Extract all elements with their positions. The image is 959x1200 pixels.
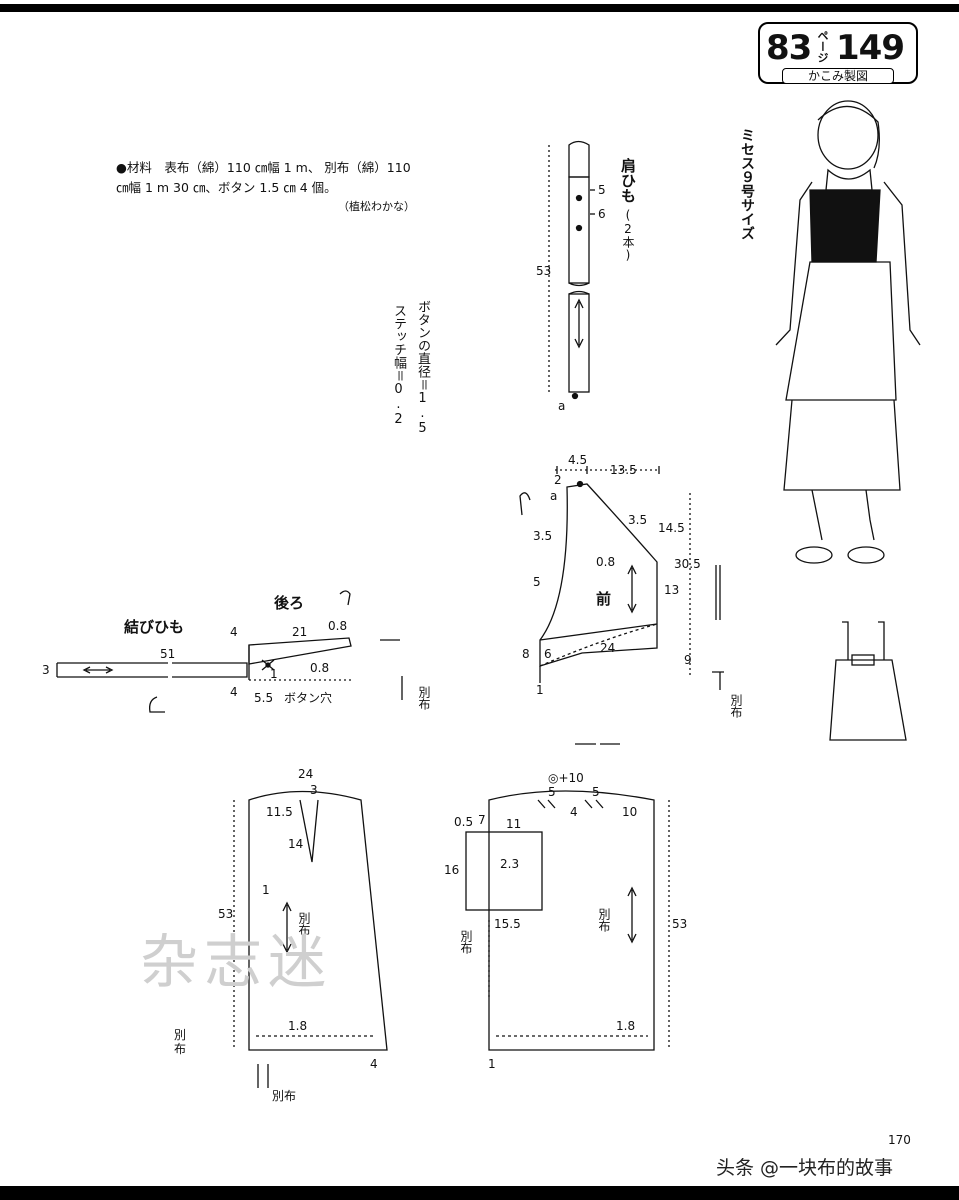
- top-rule: [0, 4, 959, 12]
- skirt-front-d1: 1: [488, 1057, 496, 1071]
- badge-caption: かこみ製図: [782, 68, 894, 84]
- skirt-front-d15-5: 15.5: [494, 917, 521, 931]
- shoulder-strap-d6: 6: [598, 207, 606, 221]
- skirt-back-d1: 1: [262, 883, 270, 897]
- tie-d3: 3: [42, 663, 50, 677]
- shoulder-strap-title: 肩ひも: [619, 158, 637, 203]
- footer-credit: 头条 @一块布的故事: [716, 1157, 894, 1179]
- skirt-front-d1-8: 1.8: [616, 1019, 636, 1033]
- tie-title: 結びひも: [124, 618, 185, 636]
- watermark: 杂志迷: [140, 928, 333, 996]
- materials-line-2: ㎝幅 1 m 30 ㎝、ボタン 1.5 ㎝ 4 個。: [116, 180, 337, 195]
- front-separate-fabric: 別布: [729, 694, 743, 718]
- model-illustration: [775, 100, 921, 564]
- skirt-front-pocket-grain-label: 別布: [459, 930, 473, 954]
- skirt-front-d5-b: 5: [592, 785, 600, 799]
- back-d1: 1: [270, 667, 278, 681]
- button-diameter-note: ボタンの直径＝1.5: [415, 300, 430, 436]
- front-d30-5: 30.5: [674, 557, 701, 571]
- size-label: ミセス９号サイズ: [739, 128, 755, 240]
- skirt-back-separate-fabric-bottom: 別布: [272, 1089, 297, 1103]
- back-d21: 21: [292, 625, 308, 639]
- skirt-back-grain-label: 別布: [297, 912, 311, 936]
- skirt-front-d53: 53: [672, 917, 688, 931]
- front-d4-5: 4.5: [568, 453, 588, 467]
- badge-right-number: 149: [836, 28, 905, 68]
- front-mark-a: a: [550, 489, 558, 503]
- skirt-front-d11: 11: [506, 817, 522, 831]
- front-d14-5: 14.5: [658, 521, 685, 535]
- front-d24: 24: [600, 641, 616, 655]
- front-d0-8: 0.8: [596, 555, 616, 569]
- front-skirt-piece: [465, 743, 670, 1051]
- back-buttonhole: ボタン穴: [284, 691, 333, 705]
- front-d2: 2: [554, 473, 562, 487]
- skirt-back-d4: 4: [370, 1057, 378, 1071]
- garment-back-view: [829, 621, 907, 741]
- front-d13-5: 13.5: [610, 463, 637, 477]
- designer-credit: （植松わかな）: [338, 200, 415, 213]
- front-title: 前: [596, 590, 612, 608]
- back-skirt-piece: [233, 790, 388, 1088]
- shoulder-strap-mark-a: a: [558, 399, 566, 413]
- front-d3-5-right: 3.5: [628, 513, 648, 527]
- front-bodice-piece: [519, 466, 724, 690]
- shoulder-strap-length: 53: [536, 264, 552, 278]
- skirt-front-grain-label: 別布: [597, 908, 611, 932]
- skirt-front-d4: 4: [570, 805, 578, 819]
- back-d0-8-top: 0.8: [328, 619, 348, 633]
- back-d4-bottom: 4: [230, 685, 238, 699]
- front-d3-5-left: 3.5: [533, 529, 553, 543]
- skirt-front-d2-3: 2.3: [500, 857, 520, 871]
- badge-left-number: 83: [766, 28, 812, 68]
- materials-line-1: ●材料 表布（綿）110 ㎝幅 1 m、 別布（綿）110: [116, 160, 411, 175]
- skirt-back-d53: 53: [218, 907, 234, 921]
- shoulder-strap-count: (2本): [621, 208, 635, 262]
- back-separate-fabric: 別布: [417, 686, 431, 710]
- skirt-back-d11-5: 11.5: [266, 805, 293, 819]
- front-d13: 13: [664, 583, 680, 597]
- skirt-front-d7: 7: [478, 813, 486, 827]
- front-d5: 5: [533, 575, 541, 589]
- skirt-front-d0-5: 0.5: [454, 815, 474, 829]
- back-bodice-piece: [248, 590, 403, 700]
- skirt-back-d14: 14: [288, 837, 304, 851]
- badge-page-word: ページ: [816, 30, 829, 63]
- front-d8: 8: [522, 647, 530, 661]
- back-d0-8-side: 0.8: [310, 661, 330, 675]
- skirt-front-d16: 16: [444, 863, 460, 877]
- skirt-front-top: ◎+10: [548, 771, 584, 785]
- shoulder-strap-d5: 5: [598, 183, 606, 197]
- front-d6: 6: [544, 647, 552, 661]
- back-d5-5: 5.5: [254, 691, 274, 705]
- page-number: 170: [888, 1133, 911, 1147]
- shoulder-strap-piece: [548, 140, 595, 400]
- skirt-front-d5-a: 5: [548, 785, 556, 799]
- skirt-front-d10: 10: [622, 805, 638, 819]
- bottom-rule: [0, 1186, 959, 1200]
- back-title: 後ろ: [274, 594, 305, 612]
- front-d9: 9: [684, 653, 692, 667]
- tie-d51: 51: [160, 647, 176, 661]
- back-d4-top: 4: [230, 625, 238, 639]
- skirt-back-d24: 24: [298, 767, 314, 781]
- tie-piece: [56, 662, 248, 713]
- skirt-back-d3: 3: [310, 783, 318, 797]
- front-d1: 1: [536, 683, 544, 697]
- page-reference-badge: 83 ページ 149 かこみ製図: [758, 22, 918, 84]
- skirt-back-d1-8: 1.8: [288, 1019, 308, 1033]
- stitch-width-note: ステッチ幅＝0.2: [391, 304, 406, 427]
- skirt-back-separate-fabric-side: 別布: [174, 1028, 187, 1056]
